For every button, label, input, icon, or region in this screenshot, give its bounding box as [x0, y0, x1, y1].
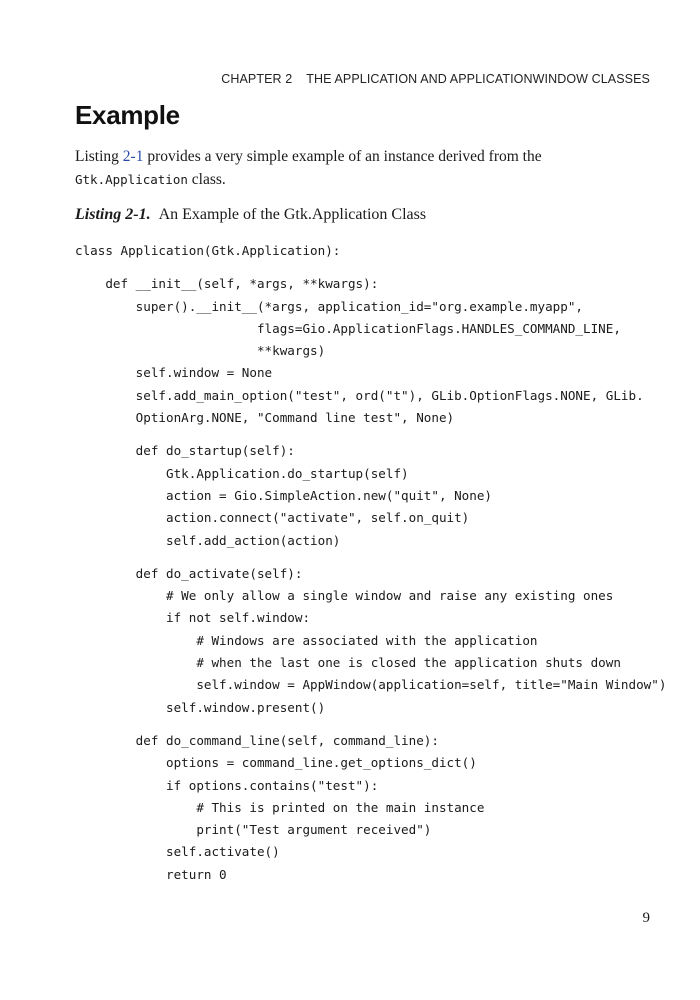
code-line: if options.contains("test"): — [75, 777, 379, 793]
code-line: # Windows are associated with the applic… — [75, 632, 538, 648]
code-line: print("Test argument received") — [75, 822, 432, 838]
code-line: action.connect("activate", self.on_quit) — [75, 510, 470, 526]
code-line: self.window.present() — [75, 699, 326, 715]
code-block-gap — [75, 552, 675, 563]
code-line: self.add_action(action) — [75, 532, 341, 548]
code-line: options = command_line.get_options_dict(… — [75, 755, 477, 771]
page-number: 9 — [642, 910, 651, 926]
code-listing: class Application(Gtk.Application): def … — [75, 240, 675, 886]
code-block-gap — [75, 262, 675, 273]
code-line: def do_activate(self): — [75, 565, 303, 581]
section-title: Example — [75, 100, 180, 130]
code-block-gap — [75, 719, 675, 730]
intro-text-start: Listing — [75, 148, 123, 165]
code-line: class Application(Gtk.Application): — [75, 243, 341, 258]
chapter-title: THE APPLICATION AND APPLICATIONWINDOW CL… — [306, 72, 650, 86]
chapter-number: CHAPTER 2 — [221, 72, 293, 86]
code-line: def do_startup(self): — [75, 443, 295, 459]
code-line: self.add_main_option("test", ord("t"), G… — [75, 387, 644, 403]
code-line: # This is printed on the main instance — [75, 799, 485, 815]
code-line: Gtk.Application.do_startup(self) — [75, 465, 409, 481]
inline-code-gtk-application: Gtk.Application — [75, 172, 188, 187]
running-header: CHAPTER 2 THE APPLICATION AND APPLICATION… — [221, 72, 650, 86]
code-line: flags=Gio.ApplicationFlags.HANDLES_COMMA… — [75, 320, 621, 336]
code-line: super().__init__(*args, application_id="… — [75, 298, 583, 314]
listing-cross-reference-link[interactable]: 2-1 — [122, 148, 144, 165]
code-block-gap — [75, 429, 675, 440]
code-line: # We only allow a single window and rais… — [75, 588, 614, 604]
code-line: action = Gio.SimpleAction.new("quit", No… — [75, 487, 493, 503]
listing-title: An Example of the Gtk.Application Class — [158, 206, 427, 223]
code-line: if not self.window: — [75, 610, 311, 626]
code-line: OptionArg.NONE, "Command line test", Non… — [75, 410, 455, 426]
code-line: def __init__(self, *args, **kwargs): — [75, 276, 379, 292]
code-line: return 0 — [75, 866, 227, 882]
code-line: # when the last one is closed the applic… — [75, 655, 621, 671]
code-line: def do_command_line(self, command_line): — [75, 732, 439, 748]
code-line: self.window = AppWindow(application=self… — [75, 677, 667, 693]
intro-paragraph: Listing 2-1 provides a very simple examp… — [75, 145, 655, 191]
listing-label: Listing 2-1. — [75, 206, 151, 223]
code-line: **kwargs) — [75, 343, 326, 359]
intro-text-end: class. — [187, 171, 226, 188]
listing-caption: Listing 2-1. An Example of the Gtk.Appli… — [75, 206, 426, 224]
code-line: self.activate() — [75, 844, 280, 860]
code-line: self.window = None — [75, 365, 273, 381]
intro-text-middle: provides a very simple example of an ins… — [143, 148, 542, 165]
